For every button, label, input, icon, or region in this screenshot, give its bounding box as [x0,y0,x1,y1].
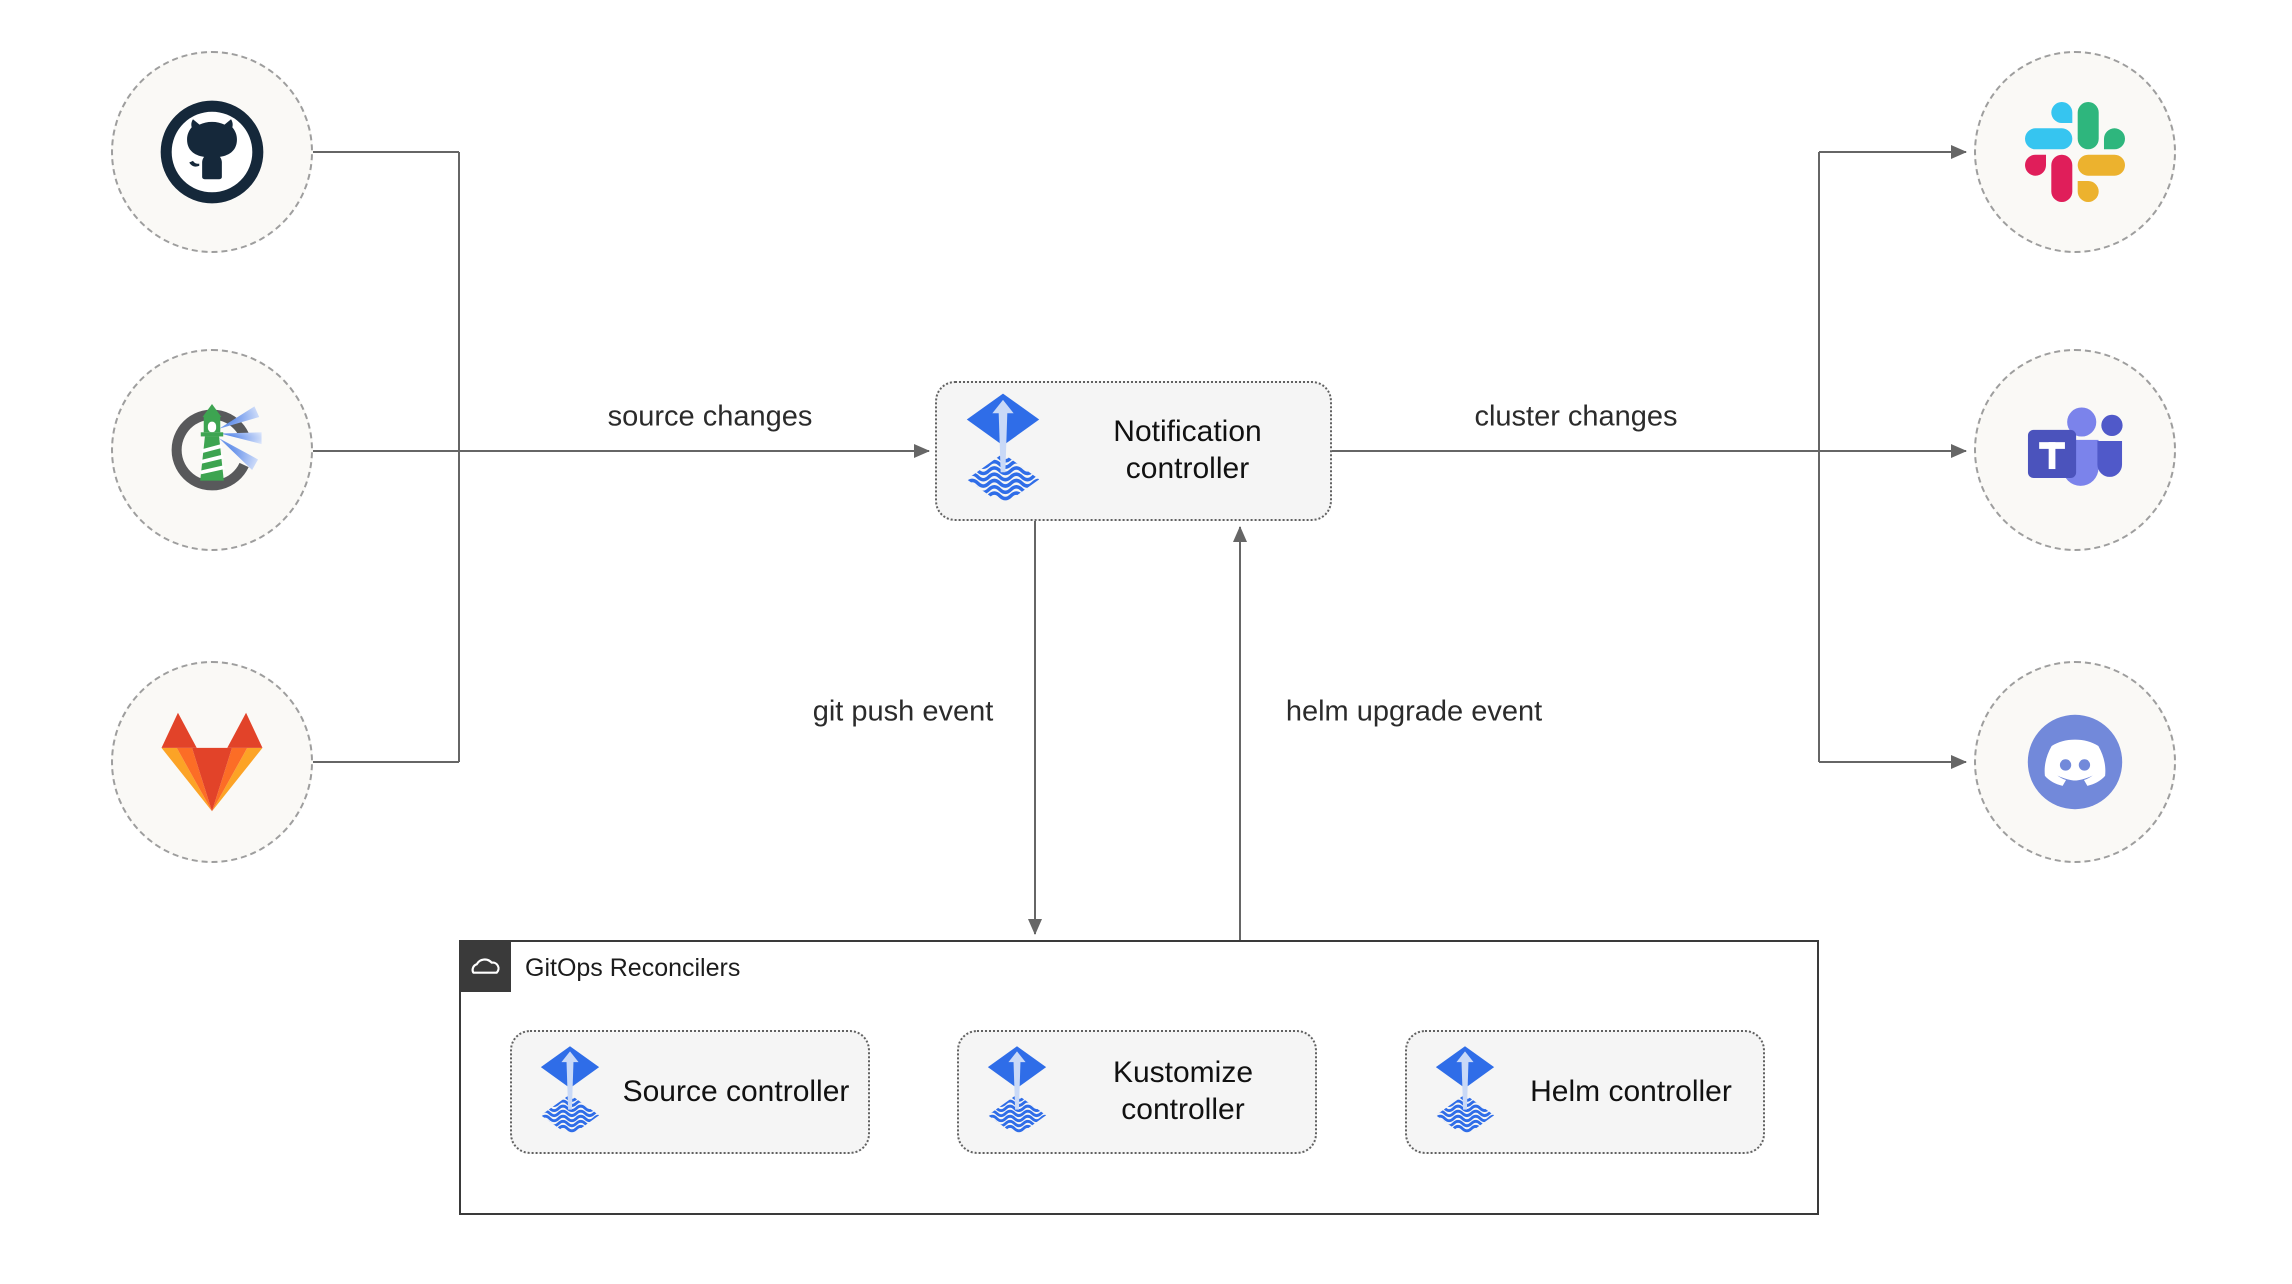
flux-icon [1433,1045,1497,1140]
edge-label-cluster-changes: cluster changes [1474,400,1678,433]
flux-icon [985,1045,1049,1140]
harbor-icon [153,391,271,509]
node-helm-controller: Helm controller [1405,1030,1765,1154]
node-kustomize-controller: Kustomize controller [957,1030,1317,1154]
github-icon [154,94,270,210]
node-github [111,51,313,253]
slack-icon [2025,102,2125,202]
flux-icon [963,392,1043,510]
node-teams [1974,349,2176,551]
node-slack [1974,51,2176,253]
discord-icon [2016,703,2134,821]
edge-label-source-changes: source changes [607,400,813,433]
container-title: GitOps Reconcilers [525,953,741,982]
node-harbor [111,349,313,551]
cloud-icon [465,946,505,986]
helm-controller-label: Helm controller [1530,1074,1732,1108]
source-controller-label: Source controller [622,1074,850,1108]
gitlab-icon [153,708,271,816]
node-source-controller: Source controller [510,1030,870,1154]
edge-label-helm-upgrade-event: helm upgrade event [1285,695,1543,728]
node-gitlab [111,661,313,863]
kustomize-controller-label: Kustomize controller [1112,1056,1254,1126]
flux-icon [538,1045,602,1140]
node-discord [1974,661,2176,863]
notification-controller-label: Notification controller [1113,415,1262,485]
container-header [459,940,511,992]
edge-label-git-push-event: git push event [812,695,994,728]
teams-icon [2019,394,2131,506]
gitops-reconcilers-container: GitOps Reconcilers Source controller Kus… [459,940,1819,1215]
node-notification-controller: Notification controller [935,381,1332,521]
